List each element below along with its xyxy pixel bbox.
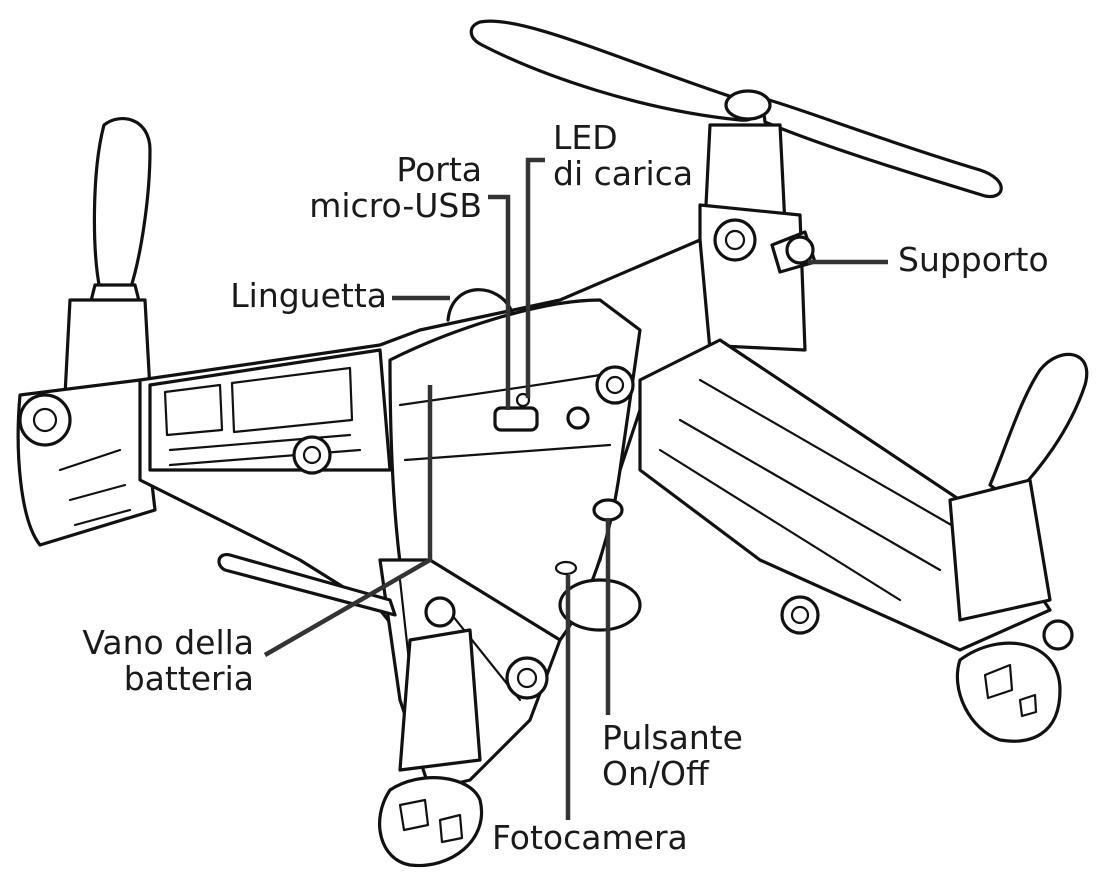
label-vano: Vano della batteria — [82, 625, 254, 697]
label-pulsante-line1: Pulsante — [602, 718, 743, 757]
label-porta: Porta micro-USB — [309, 152, 482, 224]
label-fotocamera: Fotocamera — [492, 818, 688, 857]
leader-led — [525, 157, 545, 398]
label-porta-line1: Porta — [396, 150, 482, 189]
leader-lines — [263, 157, 888, 820]
label-pulsante: Pulsante On/Off — [602, 720, 743, 792]
propeller-bottom-left — [217, 552, 562, 868]
label-supporto: Supporto — [898, 240, 1049, 279]
label-vano-line1: Vano della — [82, 623, 254, 662]
propeller-top-right — [469, 19, 1003, 352]
leader-usb — [488, 194, 511, 410]
label-linguetta: Linguetta — [230, 276, 387, 315]
label-vano-line2: batteria — [123, 659, 254, 698]
propeller-top-left — [16, 117, 157, 547]
label-porta-line2: micro-USB — [309, 186, 482, 225]
leader-vano — [263, 385, 433, 657]
label-led-line2: di carica — [553, 154, 694, 193]
label-pulsante-line2: On/Off — [602, 754, 709, 793]
label-led-line1: LED — [553, 118, 618, 157]
propeller-right — [638, 338, 1089, 743]
label-led: LED di carica — [553, 120, 693, 192]
